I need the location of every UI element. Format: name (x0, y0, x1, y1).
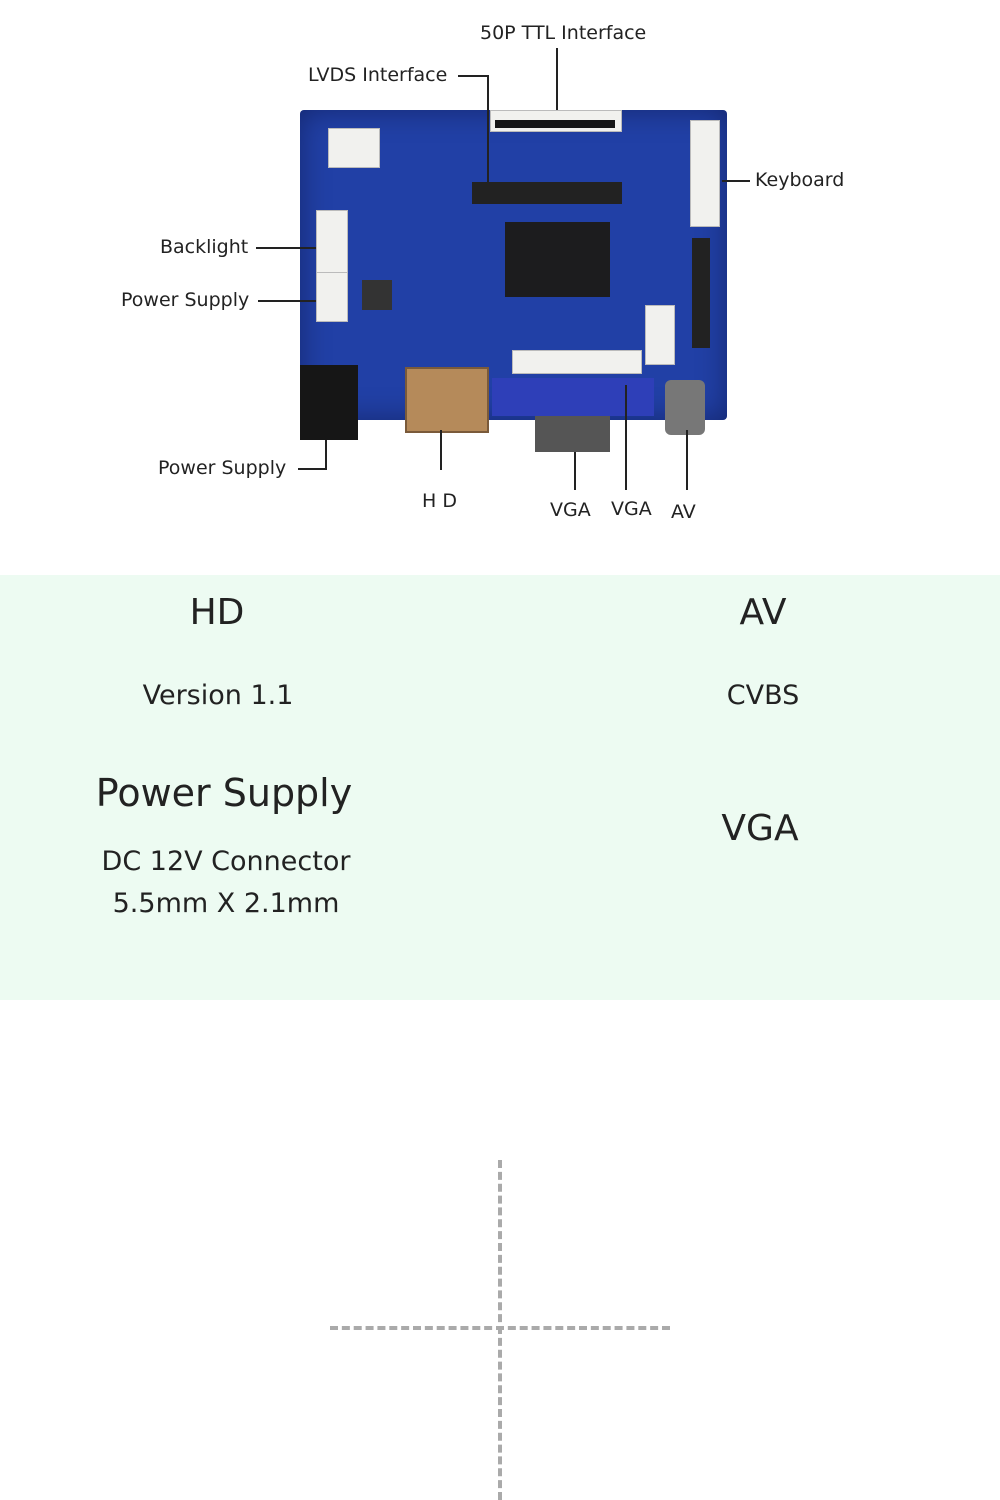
main-chip (505, 222, 610, 297)
hd-detail: Version 1.1 (142, 680, 294, 711)
vga-shell (535, 416, 610, 452)
pin-header (692, 238, 710, 348)
label-vga-2: VGA (611, 498, 652, 520)
power-detail-1: DC 12V Connector (101, 846, 351, 877)
vga-port (492, 378, 654, 416)
lvds-header (472, 182, 622, 204)
keyboard-connector (690, 120, 720, 227)
pcb-board (300, 110, 727, 452)
dc-jack (300, 365, 358, 440)
label-backlight: Backlight (160, 236, 249, 258)
vga-header (512, 350, 642, 374)
backlight-connector (316, 210, 348, 274)
label-power-supply-bottom: Power Supply (158, 457, 287, 479)
label-lvds: LVDS Interface (308, 64, 448, 86)
av-title: AV (739, 592, 787, 633)
inductor (362, 280, 392, 310)
vga-title: VGA (721, 808, 799, 849)
label-keyboard: Keyboard (755, 169, 845, 191)
av-detail: CVBS (726, 680, 800, 711)
av-jack (665, 380, 705, 435)
label-vga-1: VGA (550, 499, 591, 521)
hdmi-port (405, 367, 489, 433)
small-connector (645, 305, 675, 365)
specs-panel: HD Version 1.1 AV CVBS Power Supply DC 1… (0, 575, 1000, 1500)
label-hd: H D (422, 490, 457, 512)
label-power-supply-top: Power Supply (121, 289, 250, 311)
hd-title: HD (189, 592, 245, 633)
power-title: Power Supply (95, 771, 353, 815)
label-ttl: 50P TTL Interface (480, 22, 647, 44)
connector-top-left (328, 128, 380, 168)
power-connector (316, 272, 348, 322)
power-detail-2: 5.5mm X 2.1mm (112, 888, 340, 919)
label-av: AV (671, 501, 696, 523)
